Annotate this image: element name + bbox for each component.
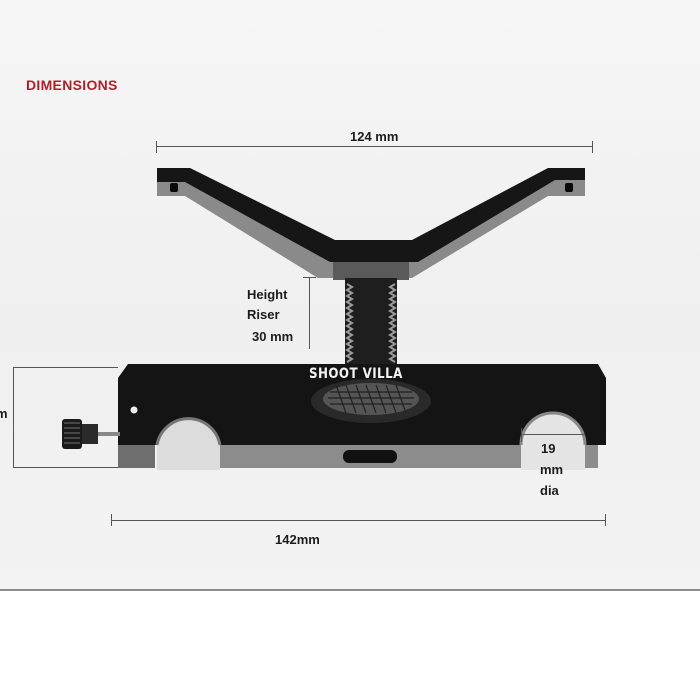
height-riser-top-tick bbox=[303, 277, 316, 278]
left-height-label-cropped: m bbox=[0, 406, 8, 421]
rod-diameter-dimension-line bbox=[521, 434, 585, 435]
brand-logo: SHOOT VILLA bbox=[309, 366, 403, 382]
rod-diameter-label-line3: dia bbox=[540, 483, 559, 498]
height-riser-label-line1: Height bbox=[247, 287, 288, 302]
top-width-left-tick bbox=[156, 141, 157, 153]
base-length-right-tick bbox=[605, 514, 606, 526]
base-length-dimension-line bbox=[111, 520, 606, 521]
photo-bottom-edge bbox=[0, 589, 700, 591]
height-riser-dimension-line bbox=[309, 277, 310, 349]
top-width-right-tick bbox=[592, 141, 593, 153]
rod-diameter-label-line1: 19 bbox=[541, 441, 556, 456]
top-width-label: 124 mm bbox=[350, 129, 399, 144]
height-riser-label-line2: Riser bbox=[247, 307, 280, 322]
height-riser-label-line3: 30 mm bbox=[252, 329, 294, 344]
rod-diameter-left-tick bbox=[521, 428, 522, 442]
rod-diameter-label-line2: mm bbox=[540, 462, 564, 477]
base-length-left-tick bbox=[111, 514, 112, 526]
dimensions-heading: DIMENSIONS bbox=[26, 77, 118, 93]
bracket-illustration bbox=[62, 168, 606, 470]
left-height-bottom-tick bbox=[13, 467, 118, 468]
top-width-dimension-line bbox=[156, 146, 593, 147]
left-height-dimension-line bbox=[13, 367, 14, 467]
base-length-label: 142mm bbox=[275, 532, 320, 547]
left-height-top-tick bbox=[13, 367, 118, 368]
